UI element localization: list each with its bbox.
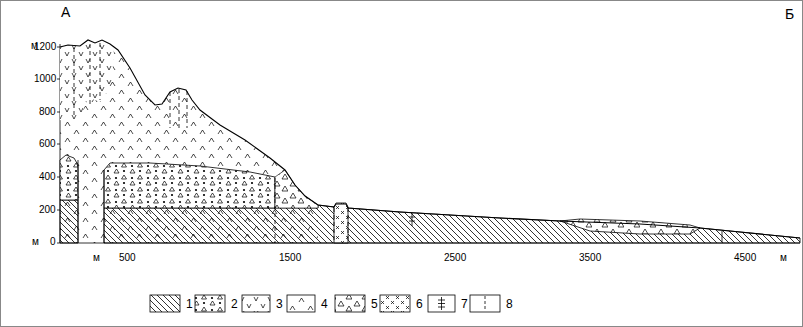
elevation-label: 200 bbox=[39, 205, 56, 215]
legend-number: 7 bbox=[461, 298, 468, 310]
legend-swatch bbox=[380, 295, 410, 312]
distance-label: 2500 bbox=[444, 253, 466, 263]
unit-2-breccia-left bbox=[60, 155, 78, 200]
unit-1-basement-left bbox=[60, 200, 78, 243]
base-line bbox=[60, 243, 800, 244]
elevation-label: 1000 bbox=[34, 74, 56, 84]
unit-3-lavas bbox=[60, 40, 114, 122]
distance-label: 3500 bbox=[579, 253, 601, 263]
fault-symbols bbox=[409, 213, 722, 242]
legend-number: 1 bbox=[186, 298, 193, 310]
legend-number: 3 bbox=[276, 298, 283, 310]
elevation-label: 400 bbox=[39, 172, 56, 182]
legend-swatch bbox=[150, 295, 180, 312]
unit-6-intrusion bbox=[334, 203, 348, 243]
elevation-label: м bbox=[32, 237, 39, 247]
unit-2-breccia-left bbox=[60, 155, 78, 200]
vent-boundary bbox=[104, 170, 105, 243]
distance-label: 1500 bbox=[279, 253, 301, 263]
elevation-label: 800 bbox=[39, 107, 56, 117]
elevation-label: 1200 bbox=[34, 42, 56, 52]
distance-label: 500 bbox=[119, 253, 136, 263]
distance-label: 4500 bbox=[734, 253, 756, 263]
unit-6-intrusion bbox=[334, 203, 348, 243]
elevation-label: 600 bbox=[39, 139, 56, 149]
unit-1-basement bbox=[104, 204, 800, 243]
legend-number: 6 bbox=[416, 298, 423, 310]
legend-number: 2 bbox=[231, 298, 238, 310]
unit-5-wedge bbox=[275, 170, 318, 208]
distance-label: м bbox=[93, 253, 100, 263]
elevation-label: 0 bbox=[50, 237, 56, 247]
unit-3-lavas bbox=[60, 40, 114, 122]
legend-number: 8 bbox=[506, 298, 513, 310]
legend-swatch bbox=[335, 295, 365, 312]
legend-swatch bbox=[470, 295, 500, 312]
section-end-letter: А bbox=[61, 5, 70, 19]
legend-swatches bbox=[150, 295, 500, 312]
vent-boundary bbox=[78, 160, 79, 243]
section-end-letter: Б bbox=[785, 7, 794, 21]
legend-number: 4 bbox=[321, 298, 328, 310]
legend-swatch bbox=[287, 295, 315, 312]
unit-2-breccia bbox=[104, 163, 275, 208]
distance-label: м bbox=[780, 253, 787, 263]
y-axis bbox=[57, 44, 60, 243]
legend-swatch bbox=[428, 295, 455, 312]
legend-swatch bbox=[195, 295, 225, 312]
legend-swatch bbox=[242, 295, 270, 312]
legend-number: 5 bbox=[371, 298, 378, 310]
dashed-contacts bbox=[74, 43, 348, 243]
unit-5-wedge bbox=[275, 170, 318, 208]
unit-2-breccia bbox=[104, 163, 275, 208]
surface-profile bbox=[60, 40, 800, 238]
